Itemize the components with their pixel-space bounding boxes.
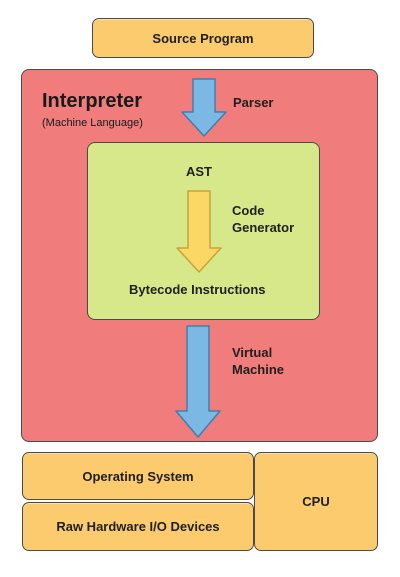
virtual-machine-label-line1: Virtual [232,345,273,360]
ast-label: AST [186,164,212,179]
code-generator-label-line2: Generator [232,220,295,235]
bytecode-label: Bytecode Instructions [129,282,266,297]
code-generator-label-line1: Code [232,203,265,218]
source-program-box: Source Program [92,18,314,58]
raw-hardware-box: Raw Hardware I/O Devices [22,502,254,551]
code-generator-arrow [176,190,222,273]
interpreter-title: Interpreter [42,90,143,112]
cpu-label: CPU [302,494,330,509]
operating-system-label: Operating System [82,468,194,484]
source-program-label: Source Program [152,30,254,46]
cpu-box: CPU [254,452,378,551]
virtual-machine-label-line2: Machine [232,362,285,377]
parser-arrow [181,78,227,137]
operating-system-box: Operating System [22,452,254,500]
parser-label: Parser [233,95,274,110]
interpreter-subtitle: (Machine Language) [42,117,143,129]
virtual-machine-arrow [175,325,221,438]
raw-hardware-label: Raw Hardware I/O Devices [56,519,220,534]
